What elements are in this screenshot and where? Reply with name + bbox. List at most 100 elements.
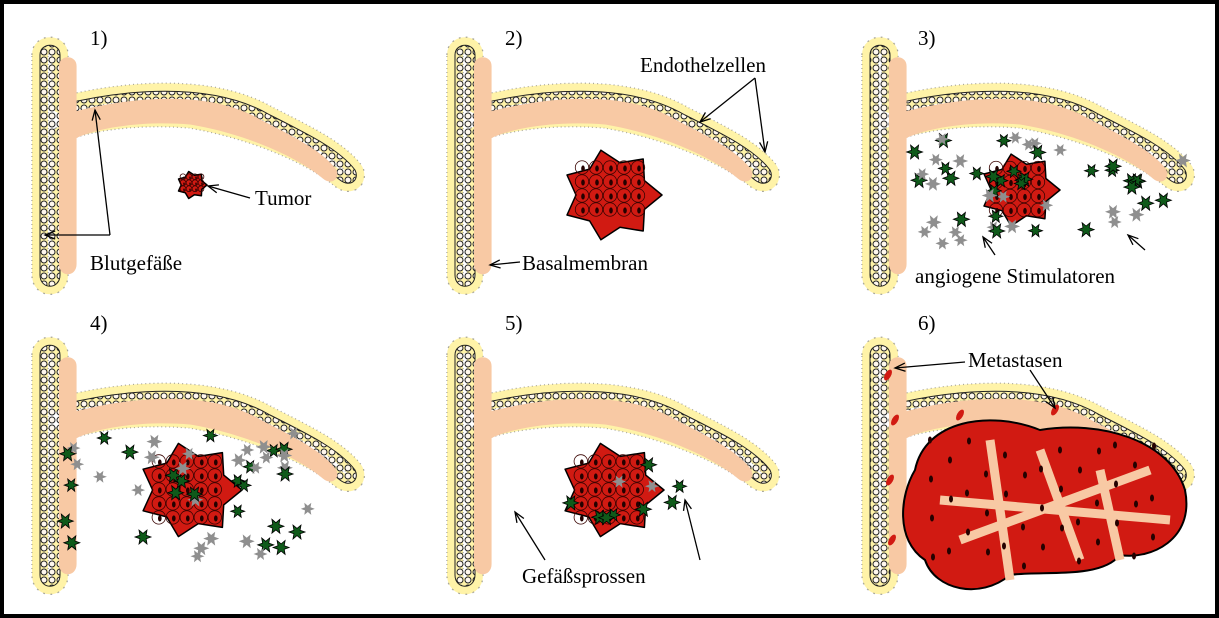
tumor-nucleus — [1078, 467, 1082, 474]
tumor-nucleus — [1009, 180, 1013, 186]
tumor-nucleus — [201, 182, 203, 185]
tumor-nucleus — [637, 193, 641, 199]
panel-number-6: 6) — [918, 311, 936, 335]
tumor-nucleus — [594, 501, 598, 507]
tumor-nucleus — [189, 182, 191, 185]
tumor-nucleus — [1077, 558, 1081, 565]
tumor-nucleus — [172, 459, 176, 465]
panel-number-5: 5) — [505, 311, 523, 335]
panel-number-3: 3) — [918, 26, 936, 50]
tumor-nucleus — [1039, 466, 1043, 473]
tumor-nucleus — [931, 554, 935, 561]
label-metastases: Metastasen — [968, 348, 1063, 372]
tumor-nucleus — [580, 515, 584, 521]
tumor-nucleus — [580, 473, 584, 479]
tumor-nucleus — [183, 176, 185, 179]
tumor-nucleus — [1023, 208, 1027, 214]
tumor-nucleus — [1060, 525, 1064, 532]
tumor-nucleus — [622, 473, 626, 479]
tumor-nucleus — [200, 501, 204, 507]
tumor-nucleus — [1037, 180, 1041, 186]
tumor-nucleus — [580, 459, 584, 465]
tumor-nucleus — [186, 501, 190, 507]
tumor-nucleus — [1003, 452, 1007, 459]
tumor-nucleus — [594, 487, 598, 493]
tumor-nucleus — [636, 459, 640, 465]
tumor-nucleus — [581, 179, 585, 185]
tumor-nucleus — [580, 501, 584, 507]
tumor-nucleus — [1002, 543, 1006, 550]
label-basement-membrane: Basalmembran — [522, 251, 648, 275]
tumor-nucleus — [200, 473, 204, 479]
tumor-nucleus — [622, 501, 626, 507]
tumor-nucleus — [608, 487, 612, 493]
tumor-nucleus — [595, 193, 599, 199]
tumor-nucleus — [1133, 462, 1137, 469]
tumor-nucleus — [1009, 208, 1013, 214]
tumor-nucleus — [189, 176, 191, 179]
tumor-nucleus — [1151, 534, 1155, 541]
tumor-nucleus — [966, 529, 970, 536]
tumor-nucleus — [965, 490, 969, 497]
tumor-nucleus — [201, 188, 203, 191]
tumor-nucleus — [214, 487, 218, 493]
panel-number-4: 4) — [90, 311, 108, 335]
tumor-nucleus — [186, 487, 190, 493]
tumor-nucleus — [1004, 491, 1008, 498]
label-tumor: Tumor — [255, 186, 311, 210]
tumor-nucleus — [1040, 505, 1044, 512]
tumor-nucleus — [1059, 486, 1063, 493]
tumor-nucleus — [580, 487, 584, 493]
tumor-nucleus — [1022, 563, 1026, 570]
tumor-nucleus — [581, 193, 585, 199]
tumor-nucleus — [189, 188, 191, 191]
tumor-nucleus — [172, 501, 176, 507]
tumor-nucleus — [967, 438, 971, 445]
label-endothelial-cells: Endothelzellen — [640, 53, 766, 77]
tumor-nucleus — [1113, 442, 1117, 449]
tumor-nucleus — [1132, 553, 1136, 560]
tumor-nucleus — [636, 487, 640, 493]
label-blood-vessels: Blutgefäße — [90, 251, 182, 275]
tumor-nucleus — [214, 515, 218, 521]
tumor-nucleus — [930, 515, 934, 522]
tumor-nucleus — [1058, 447, 1062, 454]
tumor-nucleus — [1037, 194, 1041, 200]
tumor-nucleus — [623, 165, 627, 171]
panel-number-2: 2) — [505, 26, 523, 50]
tumor-nucleus — [214, 459, 218, 465]
tumor-nucleus — [172, 515, 176, 521]
tumor-nucleus — [183, 188, 185, 191]
tumor-nucleus — [623, 179, 627, 185]
tumor-nucleus — [1150, 495, 1154, 502]
tumor-nucleus — [636, 473, 640, 479]
tumor-nucleus — [637, 165, 641, 171]
tumor-nucleus — [1041, 544, 1045, 551]
tumor-nucleus — [928, 437, 932, 444]
label-vessel-sprouts: Gefäßsprossen — [522, 564, 646, 588]
tumor-nucleus — [581, 165, 585, 171]
tumor-nucleus — [158, 473, 162, 479]
tumor-nucleus — [1009, 194, 1013, 200]
tumor-nucleus — [594, 473, 598, 479]
tumor-nucleus — [595, 165, 599, 171]
tumor-nucleus — [158, 459, 162, 465]
tumor-nucleus — [195, 176, 197, 179]
tumor-nucleus — [986, 549, 990, 556]
tumor-nucleus — [609, 165, 613, 171]
tumor-nucleus — [949, 496, 953, 503]
tumor-nucleus — [948, 457, 952, 464]
tumor-nucleus — [1096, 539, 1100, 546]
tumor-nucleus — [1114, 481, 1118, 488]
tumor-nucleus — [608, 501, 612, 507]
tumor-nucleus — [195, 188, 197, 191]
tumor-nucleus — [1021, 524, 1025, 531]
tumor-nucleus — [581, 207, 585, 213]
tumor-nucleus — [1023, 166, 1027, 172]
tumor-nucleus — [214, 473, 218, 479]
tumor-nucleus — [214, 501, 218, 507]
tumor-nucleus — [595, 179, 599, 185]
label-angiogenic-stimulators: angiogene Stimulatoren — [915, 264, 1116, 288]
tumor-nucleus — [200, 515, 204, 521]
